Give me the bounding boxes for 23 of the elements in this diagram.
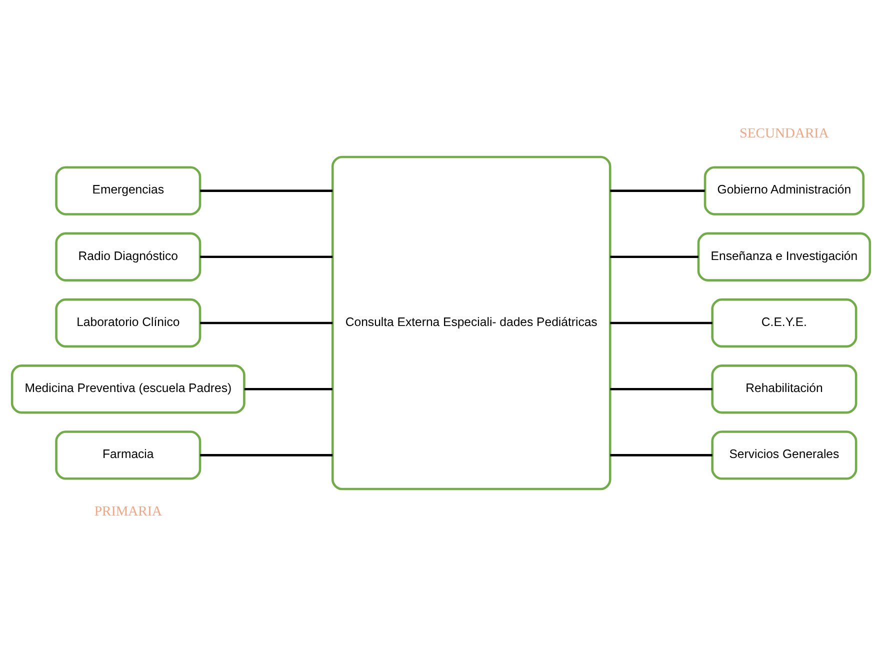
node-box: Consulta Externa Especiali- dades Pediátricas xyxy=(331,156,612,490)
connector xyxy=(244,388,332,390)
connector xyxy=(610,322,712,324)
node-box: Emergencias xyxy=(55,166,202,216)
connector xyxy=(200,322,333,324)
node-box: Enseñanza e Investigación xyxy=(697,232,872,282)
connector xyxy=(610,388,712,390)
node-box: Radio Diagnóstico xyxy=(55,232,202,282)
connector xyxy=(610,256,698,258)
connector xyxy=(200,454,333,456)
node-box: Farmacia xyxy=(55,430,202,480)
connector xyxy=(200,190,333,192)
node-box: Rehabilitación xyxy=(711,364,858,414)
connector xyxy=(200,256,333,258)
label: PRIMARIA xyxy=(94,503,162,518)
connector xyxy=(610,454,712,456)
node-box: Gobierno Administración xyxy=(704,166,865,216)
label: SECUNDARIA xyxy=(740,125,829,140)
node-box: C.E.Y.E. xyxy=(711,298,858,348)
node-box: Laboratorio Clínico xyxy=(55,298,202,348)
connector xyxy=(610,190,705,192)
node-box: Servicios Generales xyxy=(711,430,858,480)
node-box: Medicina Preventiva (escuela Padres) xyxy=(10,364,246,414)
